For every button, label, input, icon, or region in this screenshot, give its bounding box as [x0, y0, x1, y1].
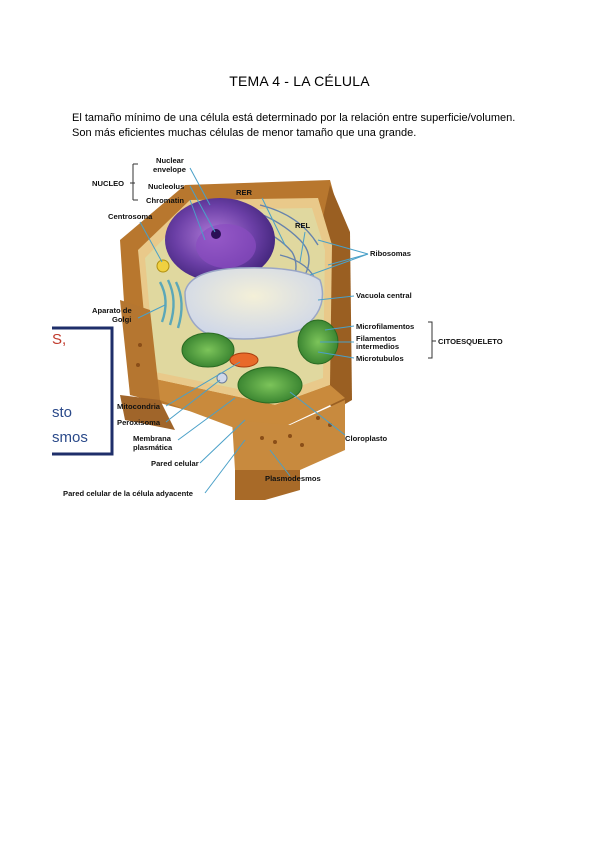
cell-wall-front	[150, 378, 345, 430]
paragraph-line-1: El tamaño mínimo de una célula está dete…	[72, 112, 516, 124]
overlay-frame	[52, 326, 114, 456]
centrosome	[156, 259, 170, 273]
label-rel: REL	[295, 221, 311, 230]
nucleo-bracket	[130, 163, 138, 201]
leader-chromatin	[189, 199, 206, 241]
overlay-fragment-text-3: smos	[52, 429, 88, 446]
cell-wall-left-base	[120, 395, 175, 430]
label-membrana-1: Membrana	[133, 434, 172, 443]
pore	[288, 434, 292, 438]
label-cloroplasto: Cloroplasto	[345, 434, 388, 443]
intro-paragraph: El tamaño mínimo de una célula está dete…	[72, 111, 515, 141]
er-strand	[259, 204, 319, 246]
overlay-fragment-box: S, sto smos	[52, 326, 114, 456]
leader-plasmodesmos	[269, 449, 291, 477]
er-strand	[249, 209, 310, 276]
leader-mitocondria	[165, 361, 241, 407]
paragraph-line-2: Son más eficientes muchas células de men…	[72, 127, 417, 139]
pore	[300, 443, 304, 447]
chloroplast	[181, 332, 235, 368]
leader-pared	[199, 419, 246, 464]
chromatin-region	[196, 224, 256, 268]
cell-wall-left	[120, 300, 160, 400]
label-microfilamentos: Microfilamentos	[356, 322, 414, 331]
citoesqueleto-bracket	[428, 321, 436, 359]
pore	[136, 363, 140, 367]
label-peroxisoma: Peroxisoma	[117, 418, 161, 427]
label-nuclear-envelope-2: envelope	[153, 165, 186, 174]
overlay-fragment-text-1: S,	[52, 331, 66, 348]
overlay-fragment-text-2: sto	[52, 404, 72, 421]
golgi-apparatus	[158, 279, 183, 329]
leader-microfilamentos	[324, 325, 355, 331]
leader-ribosomas-3	[327, 253, 369, 266]
label-rer: RER	[236, 188, 253, 197]
leader-ribosomas-1	[309, 253, 369, 276]
diagram-labels: NUCLEO Nuclear envelope Nucleolus Chroma…	[63, 156, 503, 498]
cell-illustration	[120, 180, 352, 500]
label-nuclear-envelope-1: Nuclear	[156, 156, 184, 165]
label-membrana-2: plasmática	[133, 443, 173, 452]
leader-nuclear-envelope	[189, 167, 211, 206]
leader-golgi	[137, 304, 166, 319]
label-nucleo: NUCLEO	[92, 179, 124, 188]
plasmodesmata-pores	[136, 343, 332, 447]
page-title: TEMA 4 - LA CÉLULA	[229, 73, 370, 89]
pore	[260, 436, 264, 440]
label-pared-celular: Pared celular	[151, 459, 199, 468]
leader-ribosomas-2	[317, 239, 369, 255]
pore	[273, 440, 277, 444]
leader-vacuola	[317, 295, 355, 301]
label-centrosoma: Centrosoma	[108, 212, 153, 221]
leader-lines	[130, 163, 436, 494]
label-pared-adyacente: Pared celular de la célula adyacente	[63, 489, 193, 498]
label-filamentos-2: intermedios	[356, 342, 399, 351]
label-mitocondria: Mitocondria	[117, 402, 161, 411]
label-plasmodesmos: Plasmodesmos	[265, 474, 321, 483]
label-filamentos-1: Filamentos	[356, 334, 396, 343]
leader-membrana	[177, 397, 236, 441]
label-aparato-golgi-2: Golgi	[112, 315, 131, 324]
pore	[316, 416, 320, 420]
golgi-cisterna	[174, 281, 183, 329]
golgi-cisterna	[158, 281, 167, 323]
leader-pared-adyacente	[204, 439, 246, 494]
leader-centrosoma	[139, 221, 163, 263]
label-vacuola-central: Vacuola central	[356, 291, 412, 300]
label-aparato-golgi-1: Aparato de	[92, 306, 132, 315]
label-citoesqueleto: CITOESQUELETO	[438, 337, 503, 346]
leader-rel	[299, 231, 306, 263]
label-ribosomas: Ribosomas	[370, 249, 411, 258]
label-chromatin: Chromatin	[146, 196, 184, 205]
leader-rer	[261, 197, 286, 246]
leader-cloroplasto	[289, 391, 346, 436]
leader-nucleolus	[189, 185, 216, 233]
adjacent-wall-edge	[235, 470, 300, 500]
golgi-cisterna	[166, 279, 175, 326]
leader-microtubulos	[317, 351, 355, 359]
chloroplast	[237, 366, 303, 404]
pore	[138, 343, 142, 347]
label-nucleolus: Nucleolus	[148, 182, 184, 191]
leader-peroxisoma	[165, 379, 221, 423]
label-microtubulos: Microtubulos	[356, 354, 404, 363]
nucleolus	[211, 229, 221, 239]
